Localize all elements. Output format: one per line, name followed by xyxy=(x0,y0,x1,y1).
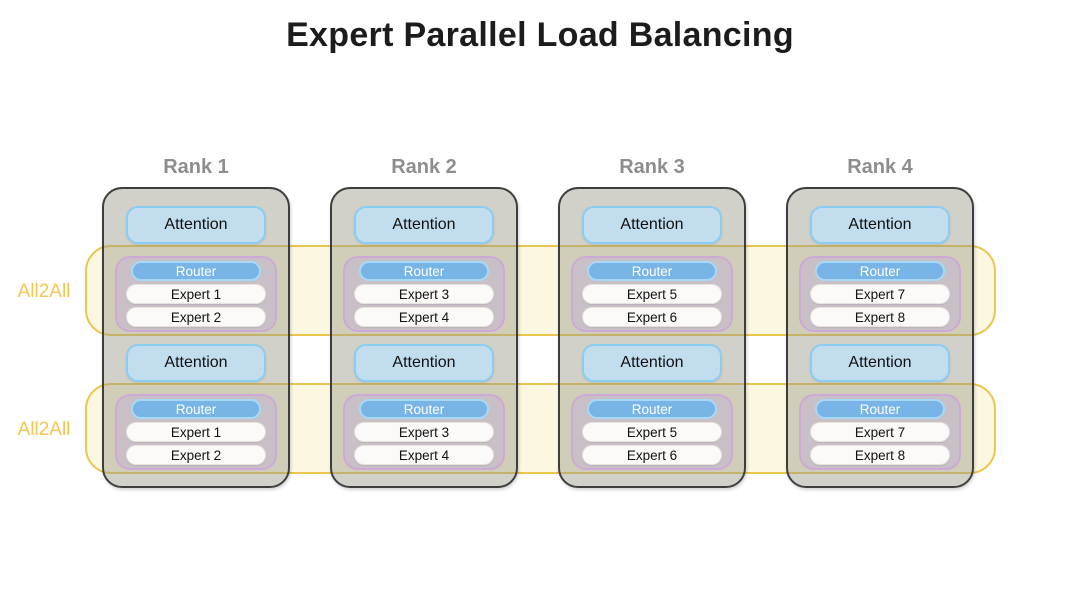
rank-1-expert-pill: Expert 2 xyxy=(126,445,266,465)
rank-4-attention-block-2: Attention xyxy=(810,344,950,382)
rank-3-label: Rank 3 xyxy=(619,156,685,178)
rank-4-expert-pill: Expert 8 xyxy=(810,307,950,327)
rank-1-attention-block-2: Attention xyxy=(126,344,266,382)
rank-1-moe-block-2: Router Expert 1 Expert 2 xyxy=(115,394,277,470)
rank-1-expert-pill: Expert 1 xyxy=(126,422,266,442)
rank-2-expert-pill: Expert 4 xyxy=(354,307,494,327)
rank-3-attention-block-1: Attention xyxy=(582,206,722,244)
rank-2-expert-pill: Expert 4 xyxy=(354,445,494,465)
rank-3-card: Attention Router Expert 5 Expert 6 Atten… xyxy=(558,187,746,488)
rank-2-router-2: Router xyxy=(359,399,489,419)
rank-4-label: Rank 4 xyxy=(847,156,913,178)
rank-4-expert-pill: Expert 7 xyxy=(810,284,950,304)
rank-4-router-2: Router xyxy=(815,399,945,419)
rank-2-moe-block-2: Router Expert 3 Expert 4 xyxy=(343,394,505,470)
rank-2-card: Attention Router Expert 3 Expert 4 Atten… xyxy=(330,187,518,488)
rank-4-moe-block-1: Router Expert 7 Expert 8 xyxy=(799,256,961,332)
rank-2-label: Rank 2 xyxy=(391,156,457,178)
rank-2-moe-block-1: Router Expert 3 Expert 4 xyxy=(343,256,505,332)
rank-4-router-1: Router xyxy=(815,261,945,281)
rank-2-attention-block-2: Attention xyxy=(354,344,494,382)
rank-3-router-2: Router xyxy=(587,399,717,419)
rank-2-expert-pill: Expert 3 xyxy=(354,422,494,442)
rank-1-router-1: Router xyxy=(131,261,261,281)
rank-4-expert-pill: Expert 7 xyxy=(810,422,950,442)
rank-3-expert-pill: Expert 6 xyxy=(582,307,722,327)
rank-1-router-2: Router xyxy=(131,399,261,419)
rank-3-router-1: Router xyxy=(587,261,717,281)
rank-1-attention-block-1: Attention xyxy=(126,206,266,244)
rank-1-expert-pill: Expert 2 xyxy=(126,307,266,327)
all2all-label-1: All2All xyxy=(17,281,71,302)
rank-1-label: Rank 1 xyxy=(163,156,229,178)
rank-1-expert-pill: Expert 1 xyxy=(126,284,266,304)
rank-3-expert-pill: Expert 5 xyxy=(582,422,722,442)
rank-2-attention-block-1: Attention xyxy=(354,206,494,244)
page-title: Expert Parallel Load Balancing xyxy=(286,16,794,54)
rank-1-moe-block-1: Router Expert 1 Expert 2 xyxy=(115,256,277,332)
rank-3-expert-pill: Expert 6 xyxy=(582,445,722,465)
all2all-label-2: All2All xyxy=(17,419,71,440)
rank-3-expert-pill: Expert 5 xyxy=(582,284,722,304)
rank-3-attention-block-2: Attention xyxy=(582,344,722,382)
rank-1-card: Attention Router Expert 1 Expert 2 Atten… xyxy=(102,187,290,488)
rank-4-attention-block-1: Attention xyxy=(810,206,950,244)
rank-4-moe-block-2: Router Expert 7 Expert 8 xyxy=(799,394,961,470)
rank-2-expert-pill: Expert 3 xyxy=(354,284,494,304)
rank-2-router-1: Router xyxy=(359,261,489,281)
rank-4-card: Attention Router Expert 7 Expert 8 Atten… xyxy=(786,187,974,488)
rank-3-moe-block-1: Router Expert 5 Expert 6 xyxy=(571,256,733,332)
rank-4-expert-pill: Expert 8 xyxy=(810,445,950,465)
rank-3-moe-block-2: Router Expert 5 Expert 6 xyxy=(571,394,733,470)
